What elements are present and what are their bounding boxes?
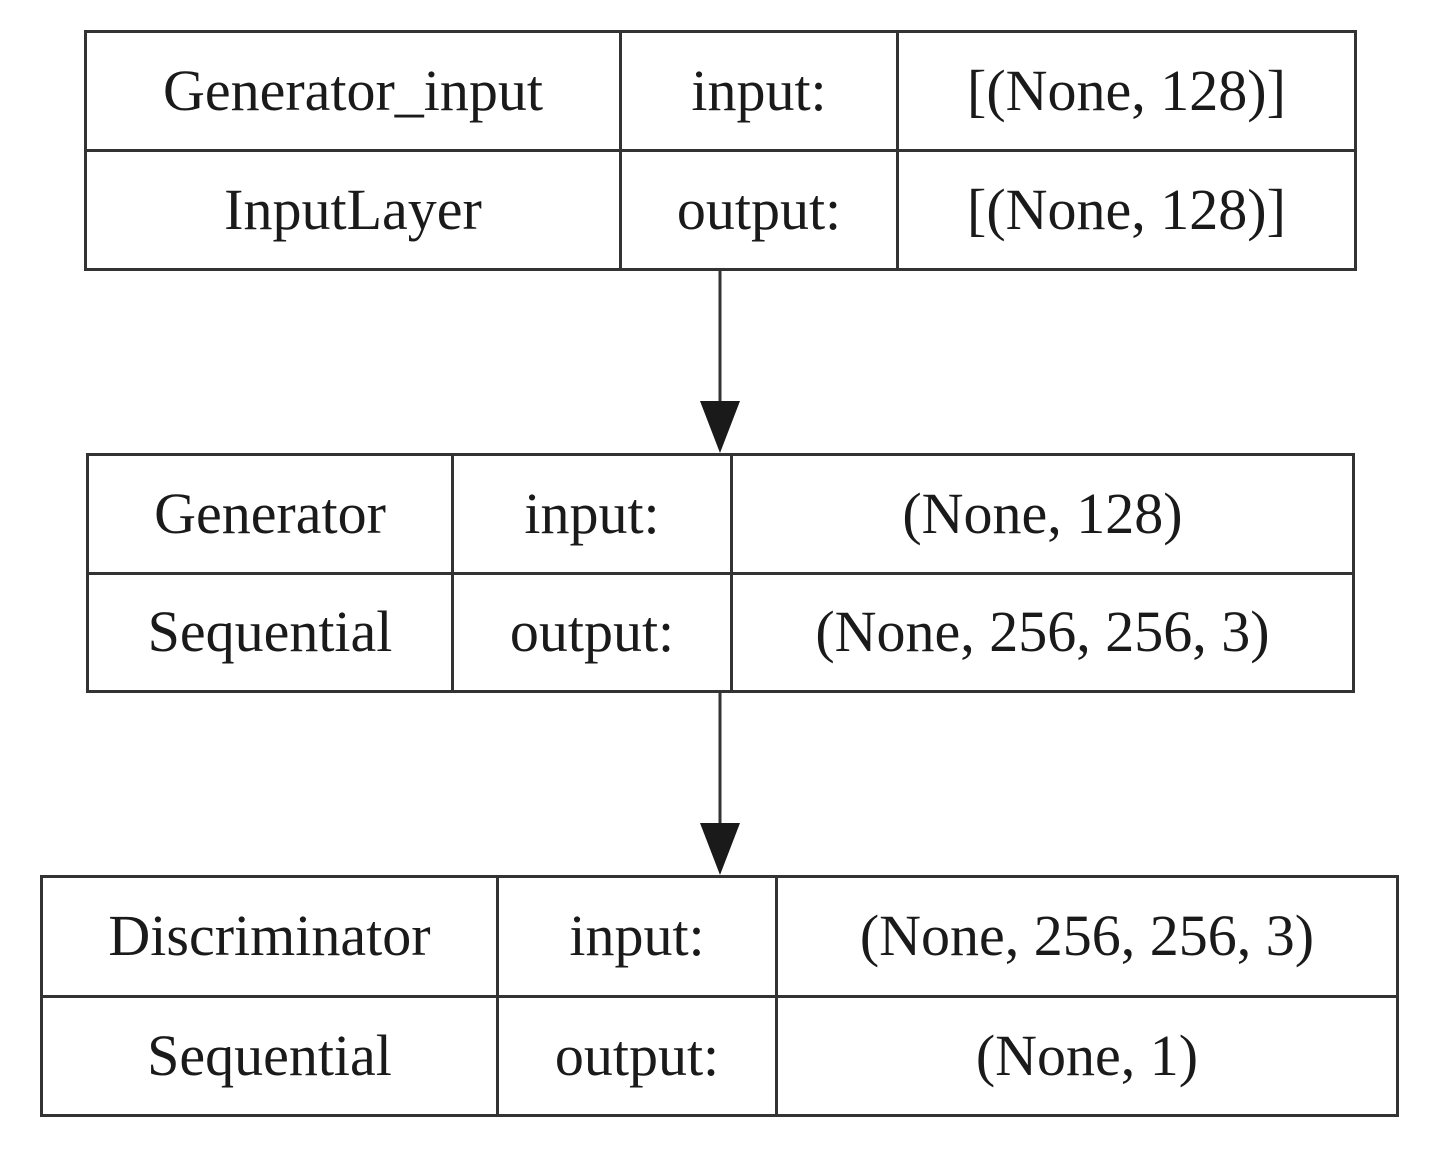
node-row-input: Discriminator input: (None, 256, 256, 3) [40, 875, 1399, 998]
layer-name: Generator [86, 453, 454, 575]
edge-generator-input-to-generator [700, 271, 740, 453]
input-label: input: [496, 875, 778, 998]
layer-type: InputLayer [84, 149, 622, 271]
node-row-input: Generator input: (None, 128) [86, 453, 1355, 575]
layer-name: Discriminator [40, 875, 499, 998]
input-label: input: [619, 30, 899, 152]
output-label: output: [496, 994, 778, 1117]
arrowhead-icon [700, 401, 740, 453]
output-shape: (None, 256, 256, 3) [730, 571, 1355, 693]
edge-generator-to-discriminator [700, 693, 740, 875]
arrowhead-icon [700, 823, 740, 875]
input-label: input: [451, 453, 733, 575]
layer-node-generator: Generator input: (None, 128) Sequential … [86, 453, 1355, 693]
input-shape: (None, 128) [730, 453, 1355, 575]
input-shape: (None, 256, 256, 3) [775, 875, 1399, 998]
layer-type: Sequential [86, 571, 454, 693]
layer-type: Sequential [40, 994, 499, 1117]
output-shape: (None, 1) [775, 994, 1399, 1117]
node-row-output: Sequential output: (None, 1) [40, 994, 1399, 1117]
output-label: output: [451, 571, 733, 693]
output-shape: [(None, 128)] [896, 149, 1357, 271]
node-row-output: InputLayer output: [(None, 128)] [84, 149, 1357, 271]
layer-node-generator-input: Generator_input input: [(None, 128)] Inp… [84, 30, 1357, 271]
node-row-output: Sequential output: (None, 256, 256, 3) [86, 571, 1355, 693]
input-shape: [(None, 128)] [896, 30, 1357, 152]
layer-name: Generator_input [84, 30, 622, 152]
output-label: output: [619, 149, 899, 271]
node-row-input: Generator_input input: [(None, 128)] [84, 30, 1357, 152]
layer-node-discriminator: Discriminator input: (None, 256, 256, 3)… [40, 875, 1399, 1117]
